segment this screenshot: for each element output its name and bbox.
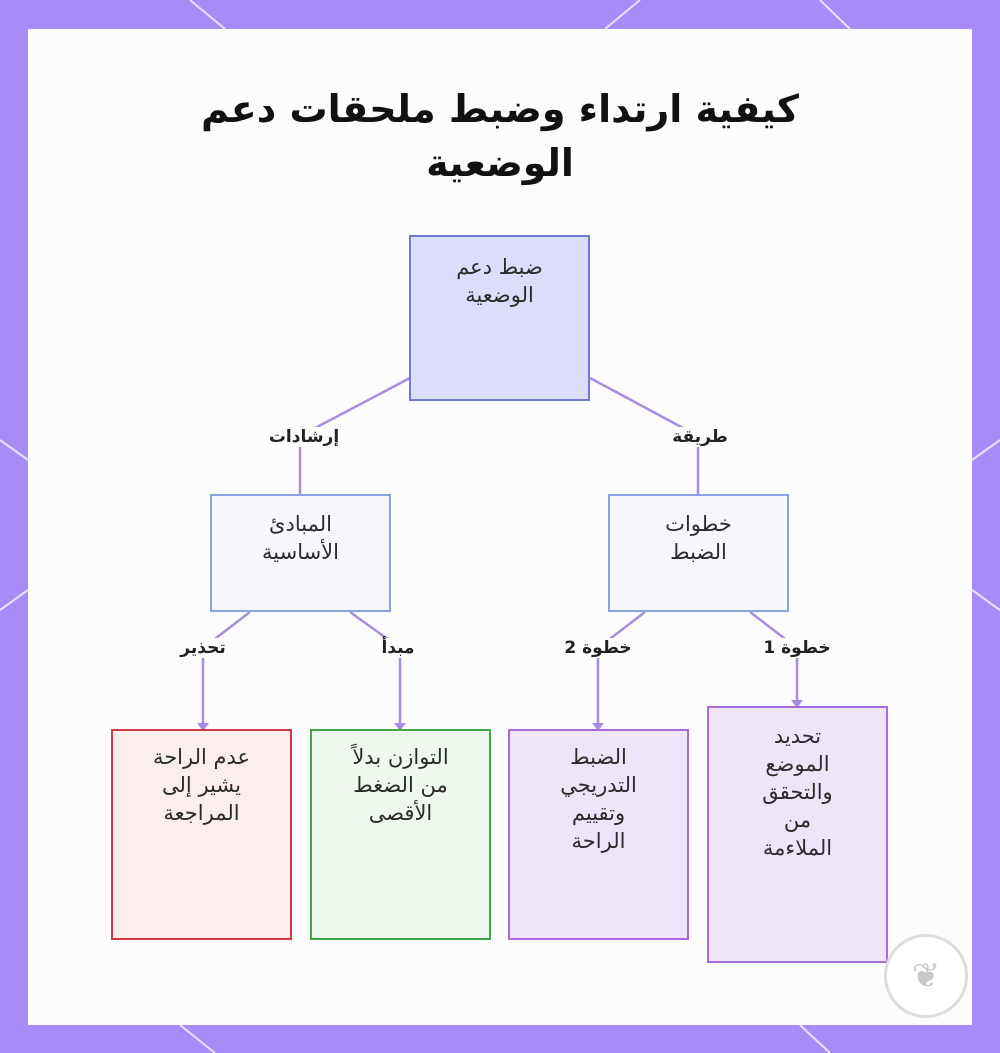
edge-label-method: طريقة [669,427,731,447]
node-step1-label: تحديد الموضع والتحقق من الملاءمة [762,724,833,860]
node-principles-label: المبادئ الأساسية [262,512,339,564]
edge-label-step1: خطوة 1 [760,638,834,658]
diagram-title: كيفية ارتداء وضبط ملحقات دعم الوضعية [200,87,800,185]
node-warning-label: عدم الراحة يشير إلى المراجعة [152,745,251,825]
node-steps-label: خطوات الضبط [665,512,732,564]
node-step2: الضبط التدريجي وتقييم الراحة [508,729,689,940]
edge-steps-step1 [749,611,799,706]
node-warning: عدم الراحة يشير إلى المراجعة [111,729,292,940]
node-root-label: ضبط دعم الوضعية [456,255,543,307]
node-steps: خطوات الضبط [608,494,789,612]
edge-root-principles [299,376,411,438]
arrow-step2 [592,723,604,731]
edge-root-steps [589,376,699,438]
node-principle: التوازن بدلاً من الضغط الأقصى [310,729,491,940]
edge-principles-principle [349,610,402,729]
edge-label-step2: خطوة 2 [561,638,635,658]
node-principles: المبادئ الأساسية [210,494,391,612]
edge-label-principle: مبدأ [378,638,418,658]
node-step2-label: الضبط التدريجي وتقييم الراحة [560,745,637,853]
arrow-warning [197,723,209,731]
node-principle-label: التوازن بدلاً من الضغط الأقصى [352,745,449,825]
edge-label-guidance: إرشادات [265,427,343,447]
arrow-principle [394,723,406,731]
arrow-step1 [791,700,803,708]
edge-steps-step2 [596,611,646,729]
edge-principles-warning [201,611,251,729]
node-root: ضبط دعم الوضعية [409,235,590,401]
edge-label-warning: تحذير [177,638,229,658]
node-step1: تحديد الموضع والتحقق من الملاءمة [707,706,888,963]
brain-logo-icon: ❦ [884,934,968,1018]
